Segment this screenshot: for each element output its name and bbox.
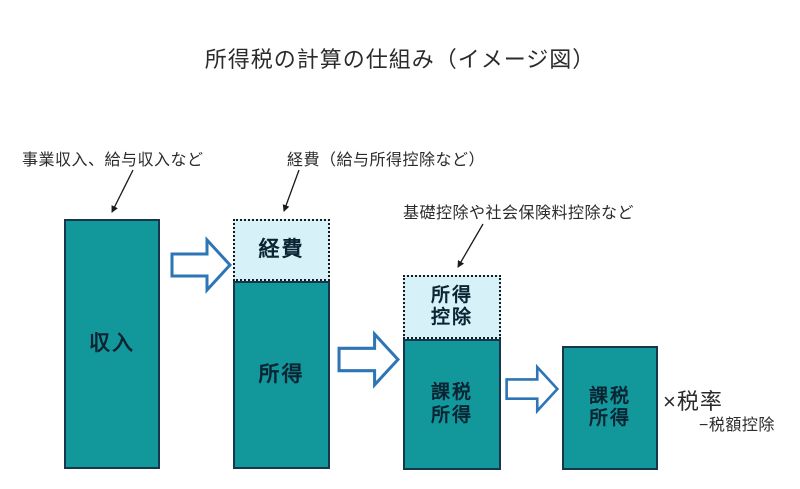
bar-net-income-label: 所得 bbox=[258, 362, 305, 386]
leader-line-deduction bbox=[457, 223, 484, 268]
bar-expense-label: 経費 bbox=[258, 237, 305, 261]
flow-arrow-2-icon bbox=[337, 330, 401, 389]
bar-income-deduction-label: 所得 控除 bbox=[430, 284, 473, 328]
bar-expense: 経費 bbox=[233, 219, 330, 281]
leader-line-expense bbox=[282, 169, 300, 212]
formula-tax-rate: ×税率 bbox=[663, 389, 723, 414]
bar-taxable-income: 課税 所得 bbox=[403, 339, 501, 470]
flow-arrow-3-icon bbox=[505, 363, 560, 415]
formula-tax-credit: −税額控除 bbox=[699, 417, 775, 434]
bar-taxable-income-label: 課税 所得 bbox=[430, 382, 473, 426]
label-expense: 経費（給与所得控除など） bbox=[287, 152, 486, 169]
leader-line-income bbox=[111, 169, 134, 213]
bar-income: 収入 bbox=[64, 219, 160, 469]
bar-income-deduction: 所得 控除 bbox=[403, 275, 501, 339]
label-deduction: 基礎控除や社会保険料控除など bbox=[403, 205, 635, 222]
label-income-source: 事業収入、給与収入など bbox=[22, 152, 204, 169]
flow-arrow-1-icon bbox=[170, 236, 233, 294]
bar-income-label: 収入 bbox=[89, 331, 135, 355]
page-title: 所得税の計算の仕組み（イメージ図） bbox=[204, 47, 596, 72]
bar-net-income: 所得 bbox=[233, 281, 330, 469]
bar-final-taxable-income: 課税 所得 bbox=[562, 346, 658, 470]
bar-final-taxable-income-label: 課税 所得 bbox=[588, 385, 631, 429]
